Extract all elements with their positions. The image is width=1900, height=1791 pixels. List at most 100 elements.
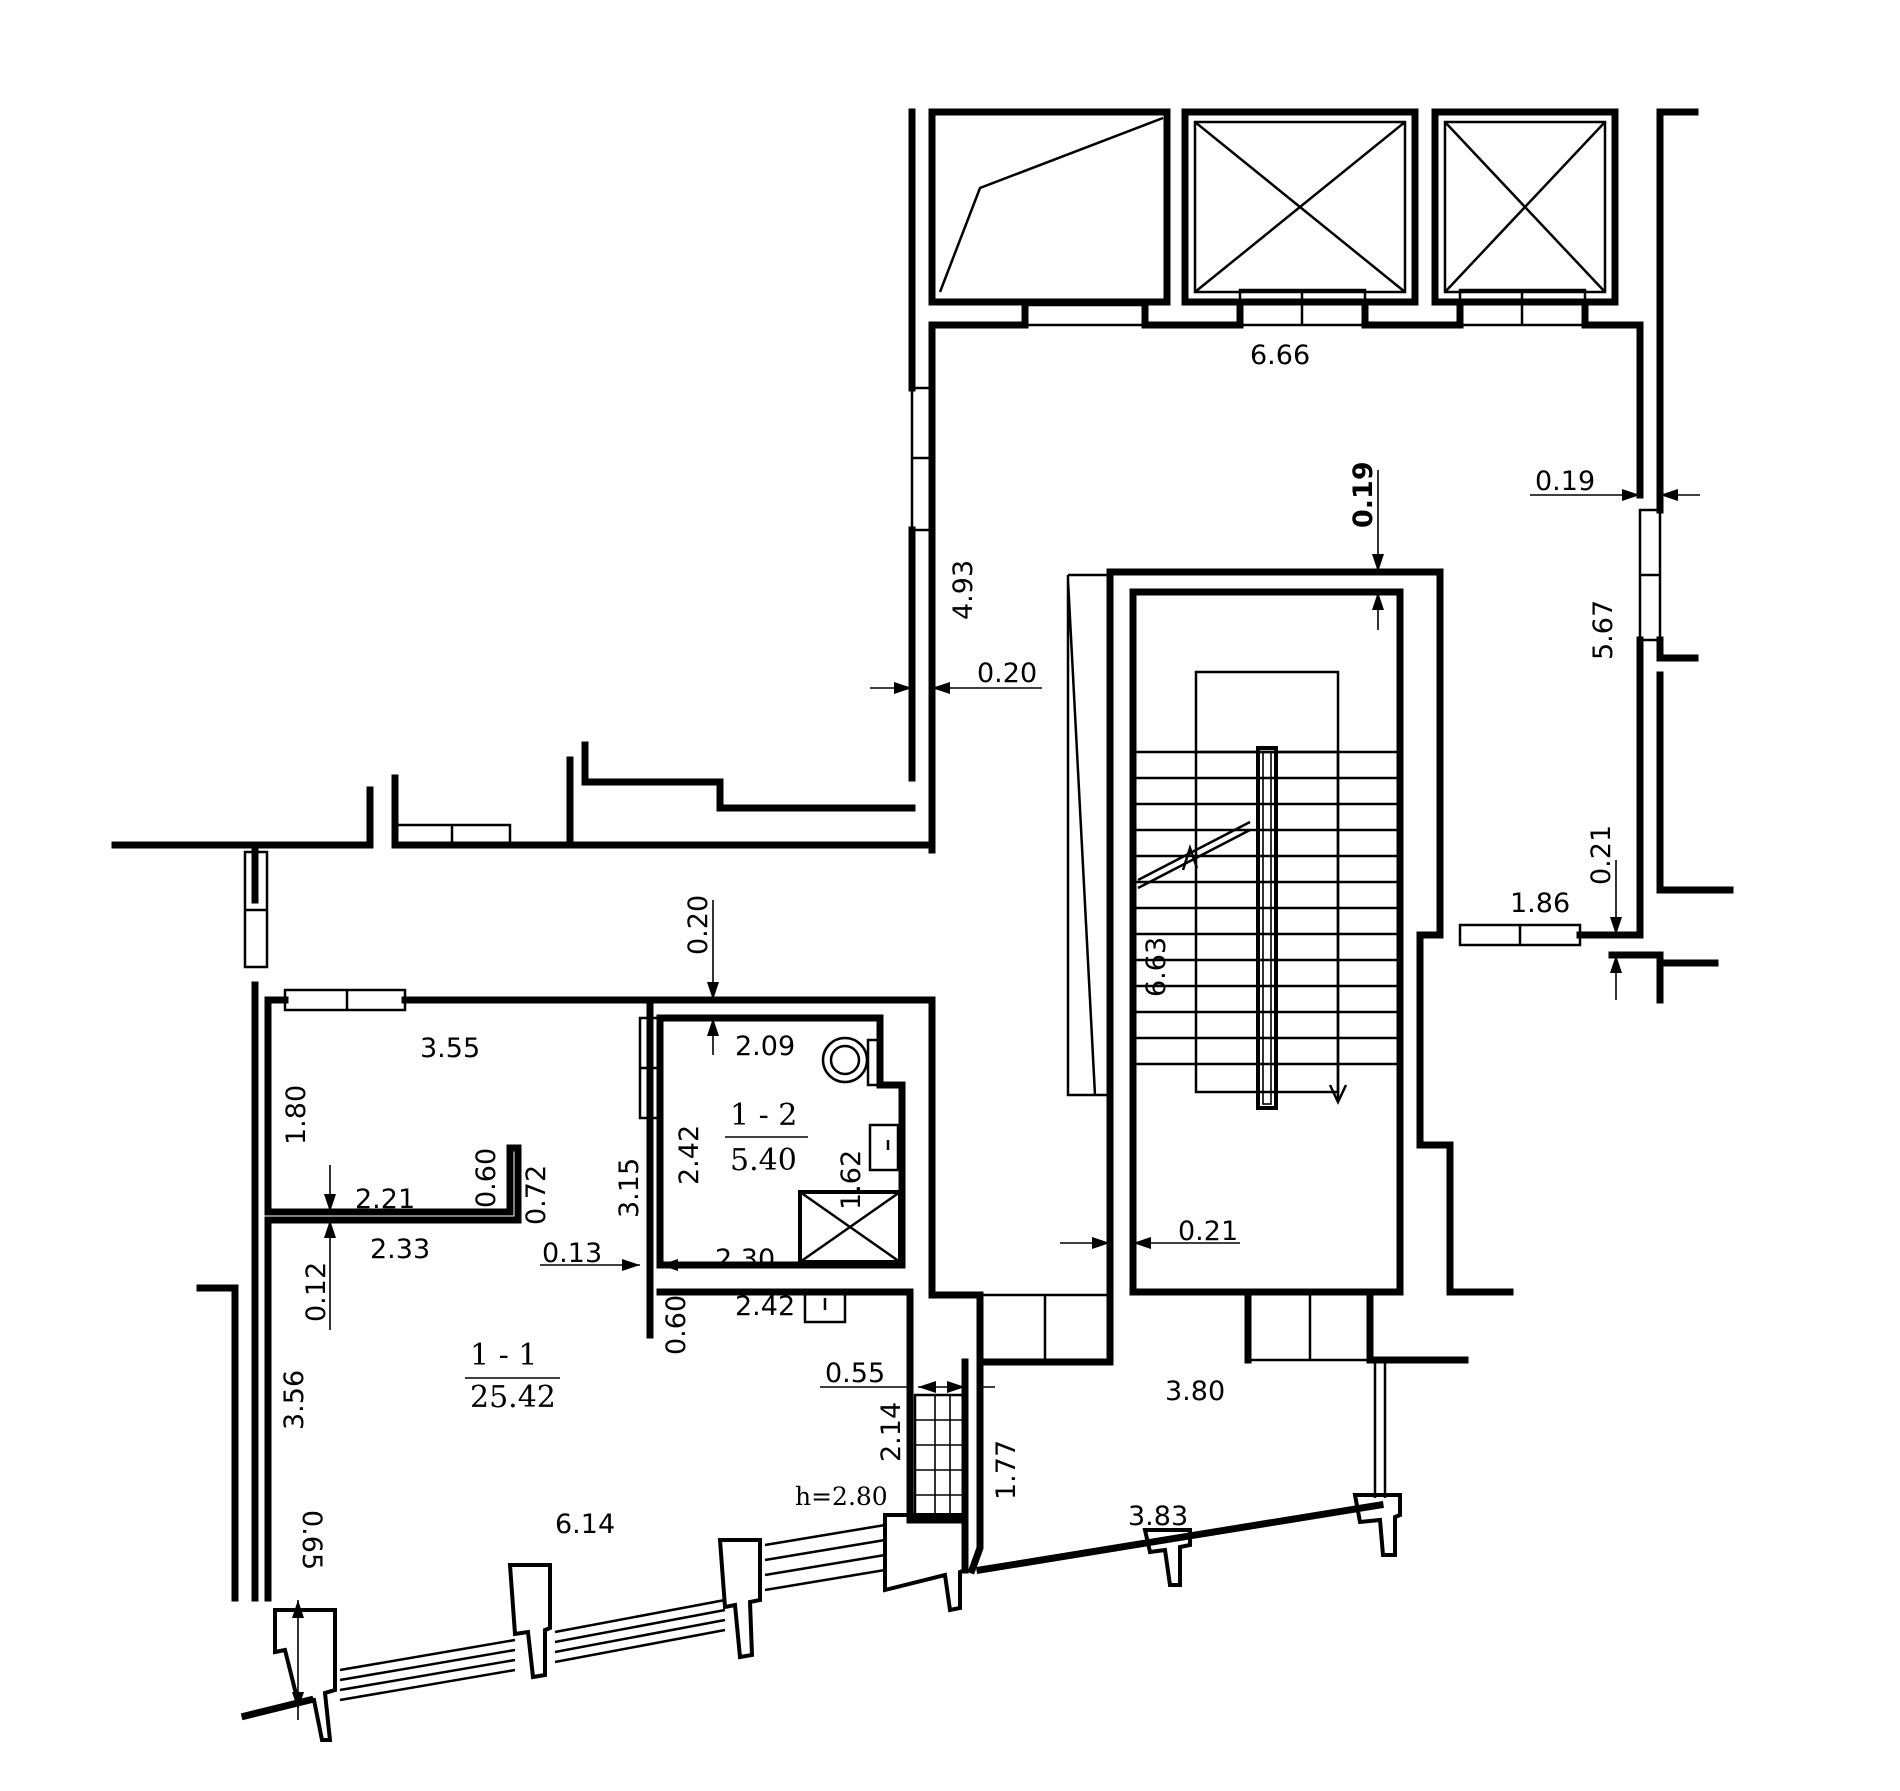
shaft-1-line bbox=[938, 116, 1164, 293]
shaft-2-inner bbox=[1193, 120, 1407, 294]
dim-567: 5.67 bbox=[1588, 600, 1619, 660]
dim-arrow-055-a bbox=[918, 1381, 936, 1393]
pier-1 bbox=[273, 1608, 337, 1742]
corridor-right-wall-lower bbox=[1576, 636, 1644, 939]
facade-glazing-a bbox=[339, 1638, 516, 1702]
dim-493: 4.93 bbox=[948, 560, 979, 620]
room-1-1-area: 25.42 bbox=[470, 1380, 556, 1415]
room-1-2-id: 1 - 2 bbox=[730, 1098, 797, 1133]
bath-lower bbox=[656, 1288, 914, 1524]
room-1-1-id: 1 - 1 bbox=[470, 1338, 537, 1373]
staircase bbox=[1066, 573, 1400, 1110]
door-room-top bbox=[283, 988, 407, 1012]
dim-arrow-021-stair-a bbox=[1092, 1237, 1110, 1249]
dim-arrow-221 bbox=[324, 1194, 336, 1212]
dim-arrow-021-right-b bbox=[1610, 955, 1622, 973]
stair-down-arrow bbox=[1328, 1084, 1348, 1105]
dim-356: 3.56 bbox=[279, 1370, 310, 1430]
stair-core bbox=[1194, 670, 1340, 754]
facade-glazing-c bbox=[764, 1523, 886, 1592]
room-1-2-area: 5.40 bbox=[730, 1143, 797, 1178]
dim-arrow-013 bbox=[622, 1259, 640, 1271]
dim-021-right: 0.21 bbox=[1586, 825, 1617, 885]
stairwell-outer bbox=[1106, 568, 1444, 1362]
dim-arrow-065-a bbox=[292, 1600, 304, 1618]
dim-020-mid: 0.20 bbox=[977, 658, 1037, 689]
outer-right-wall-a bbox=[1656, 108, 1699, 514]
shower bbox=[798, 1190, 902, 1264]
entry-steps-lines bbox=[915, 1395, 965, 1515]
dim-242-v: 2.42 bbox=[674, 1125, 705, 1185]
dim-666: 6.66 bbox=[1250, 340, 1310, 371]
shaft-2-cross bbox=[1194, 121, 1406, 293]
outer-right-wall-b bbox=[1656, 636, 1699, 662]
entry-steps bbox=[913, 1393, 967, 1517]
dim-180: 1.80 bbox=[281, 1085, 312, 1145]
wing-top-wall-b bbox=[511, 841, 936, 854]
dim-214: 2.14 bbox=[876, 1402, 907, 1462]
dim-072: 0.72 bbox=[521, 1165, 552, 1225]
outer-right-wall-c bbox=[1656, 671, 1734, 894]
dim-055: 0.55 bbox=[825, 1358, 885, 1389]
dim-arrow-019-right-a bbox=[1622, 489, 1640, 501]
stairwell-inner bbox=[1129, 588, 1404, 1296]
dim-021-stair: 0.21 bbox=[1178, 1216, 1238, 1247]
corridor-top-wall bbox=[928, 301, 1644, 499]
dim-arrow-012 bbox=[324, 1220, 336, 1238]
shaft-1 bbox=[928, 108, 1171, 306]
dim-arrow-021-stair-b bbox=[1133, 1237, 1151, 1249]
dimension-labels: 6.66 0.19 0.19 4.93 0.20 5.67 0.21 1.86 … bbox=[279, 340, 1619, 1570]
toilet-bowl-inner bbox=[829, 1044, 861, 1076]
dim-020-top: 0.20 bbox=[683, 895, 714, 955]
pier-4 bbox=[883, 1513, 967, 1613]
dim-013: 0.13 bbox=[542, 1238, 602, 1269]
pier-5 bbox=[1142, 1528, 1192, 1587]
entry-glazing bbox=[1373, 1362, 1387, 1498]
stair-handrail-inner bbox=[1262, 751, 1272, 1105]
shower-cross bbox=[799, 1190, 901, 1264]
room-labels: 1 - 1 25.42 1 - 2 5.40 h=2.80 bbox=[470, 1098, 888, 1511]
stair-right-outer bbox=[1416, 931, 1514, 1296]
wing-bottom-right bbox=[906, 1516, 969, 1574]
dim-arrow-065-b bbox=[292, 1692, 304, 1710]
dim-arrow-209 bbox=[707, 1018, 719, 1036]
dim-019-top: 0.19 bbox=[1348, 461, 1379, 528]
dim-arrow-230 bbox=[660, 1259, 678, 1271]
pier-2 bbox=[507, 1563, 552, 1680]
stair-handrail bbox=[1256, 746, 1278, 1110]
dim-209: 2.09 bbox=[735, 1031, 795, 1062]
dim-060-b: 0.60 bbox=[661, 1295, 692, 1355]
dim-arrow-020-top bbox=[707, 982, 719, 1000]
fixtures bbox=[798, 1036, 902, 1324]
dim-arrow-021-right-a bbox=[1610, 917, 1622, 935]
toilet-bowl bbox=[821, 1036, 869, 1084]
shaft-2 bbox=[1181, 108, 1419, 306]
dim-380: 3.80 bbox=[1165, 1376, 1225, 1407]
facade-glazing-b bbox=[554, 1598, 726, 1664]
wing-top-wall bbox=[111, 756, 574, 864]
sink-lower bbox=[803, 1290, 847, 1324]
sink bbox=[868, 1123, 900, 1172]
dim-221: 2.21 bbox=[355, 1184, 415, 1215]
wing-left-outer bbox=[196, 1284, 239, 1602]
dim-233: 2.33 bbox=[370, 1234, 430, 1265]
ceiling-height: h=2.80 bbox=[795, 1482, 888, 1511]
dim-614: 6.14 bbox=[555, 1509, 615, 1540]
facade bbox=[240, 1493, 1402, 1742]
dim-arrow-020-mid-b bbox=[932, 682, 950, 694]
dim-arrow-020-mid-a bbox=[894, 682, 912, 694]
shaft-3-cross bbox=[1444, 121, 1606, 293]
stair-treads bbox=[1133, 750, 1400, 1066]
dim-arrow-055-b bbox=[947, 1381, 965, 1393]
dim-242-h: 2.42 bbox=[735, 1291, 795, 1322]
wing-inner-top bbox=[264, 996, 522, 1224]
dim-012: 0.12 bbox=[301, 1262, 332, 1322]
niche-wall bbox=[581, 741, 916, 812]
shaft-3 bbox=[1431, 108, 1619, 306]
openings bbox=[243, 288, 1662, 1517]
door-shaft1 bbox=[1023, 303, 1147, 327]
dim-065: 0.65 bbox=[296, 1510, 327, 1570]
shaft-3-inner bbox=[1443, 120, 1607, 294]
dim-663: 6.63 bbox=[1141, 937, 1172, 997]
